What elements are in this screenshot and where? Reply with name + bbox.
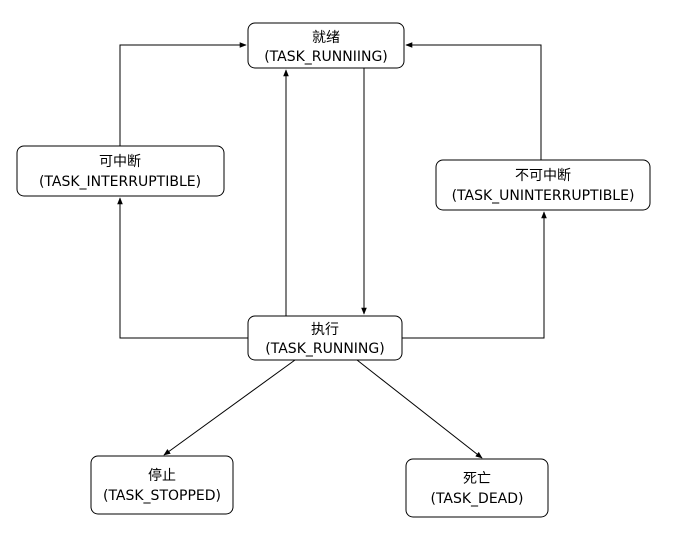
node-ready-state: (TASK_RUNNIING) bbox=[264, 49, 388, 65]
node-stopped: 停止 (TASK_STOPPED) bbox=[90, 455, 234, 515]
edge-layer bbox=[117, 42, 547, 459]
node-running-state: (TASK_RUNNING) bbox=[265, 341, 384, 357]
node-uninterruptible: 不可中断 (TASK_UNINTERRUPTIBLE) bbox=[435, 159, 651, 211]
node-ready: 就绪 (TASK_RUNNIING) bbox=[247, 22, 405, 69]
edge-running-to-dead bbox=[356, 359, 483, 459]
edge-running-to-uninterruptible bbox=[402, 211, 547, 339]
node-interruptible-state: (TASK_INTERRUPTIBLE) bbox=[39, 174, 201, 190]
node-dead: 死亡 (TASK_DEAD) bbox=[405, 458, 549, 518]
node-running: 执行 (TASK_RUNNING) bbox=[247, 315, 403, 361]
node-interruptible-label: 可中断 bbox=[99, 154, 141, 170]
edge-running-to-stopped bbox=[163, 359, 296, 456]
node-dead-state: (TASK_DEAD) bbox=[430, 491, 523, 507]
node-stopped-label: 停止 bbox=[148, 467, 176, 484]
node-interruptible: 可中断 (TASK_INTERRUPTIBLE) bbox=[16, 145, 225, 197]
edge-running-to-interruptible bbox=[117, 197, 248, 339]
edge-uninterruptible-to-ready bbox=[405, 42, 542, 160]
node-stopped-state: (TASK_STOPPED) bbox=[103, 488, 221, 504]
node-uninterruptible-label: 不可中断 bbox=[515, 168, 571, 184]
node-uninterruptible-state: (TASK_UNINTERRUPTIBLE) bbox=[452, 188, 635, 204]
node-running-label: 执行 bbox=[311, 322, 339, 338]
node-ready-label: 就绪 bbox=[312, 30, 340, 46]
node-dead-label: 死亡 bbox=[463, 471, 491, 487]
edge-interruptible-to-ready bbox=[119, 42, 247, 146]
